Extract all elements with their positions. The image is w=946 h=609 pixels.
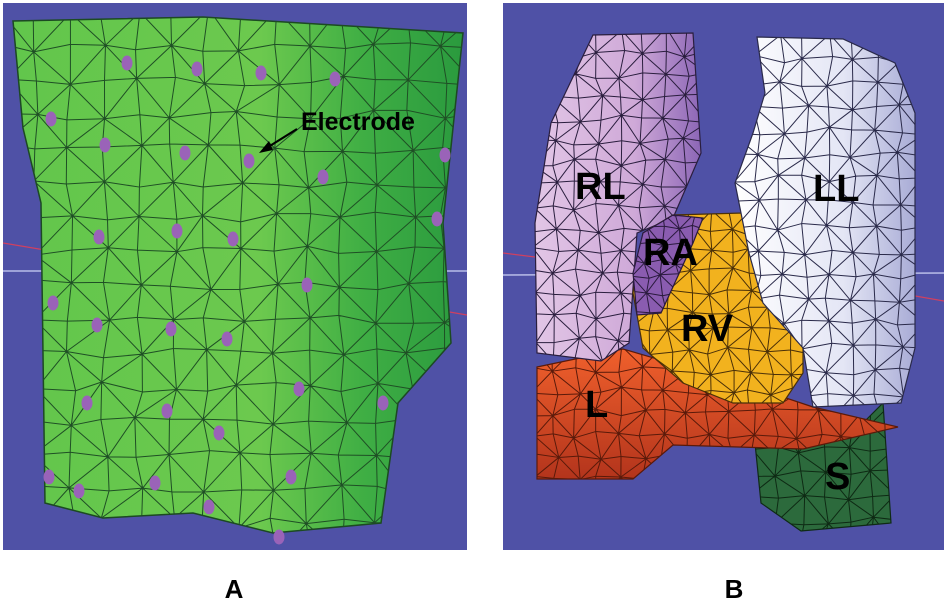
electrode-marker [165,321,177,337]
left-lung-label: LL [813,168,859,210]
panel-b-caption: B [724,574,744,604]
torso-mesh-panel: Electrode [3,3,467,550]
right-lung-label: RL [575,166,626,208]
electrode-marker [243,153,255,169]
panel-a-caption: A [224,574,244,604]
electrode-marker [213,425,225,441]
electrode-marker [121,55,133,71]
electrode-marker [377,395,389,411]
organ-mesh-panel: RL LL RA RV L S [503,3,944,550]
electrode-marker [73,483,85,499]
electrode-marker [43,469,55,485]
electrode-marker [227,231,239,247]
electrode-marker [255,65,267,81]
electrode-marker [47,295,59,311]
electrode-marker [179,145,191,161]
electrode-marker [99,137,111,153]
electrode-marker [301,277,313,293]
electrode-marker [317,169,329,185]
electrode-marker [439,147,451,163]
electrode-marker [91,317,103,333]
torso-mesh-render: Electrode [3,16,467,545]
right-atrium-label: RA [643,232,698,274]
electrode-marker [293,381,305,397]
electrode-marker [191,61,203,77]
electrode-marker [285,469,297,485]
electrode-marker [149,475,161,491]
right-ventricle-label: RV [681,308,734,350]
electrode-marker [161,403,173,419]
electrode-marker [329,71,341,87]
spleen-label: S [825,456,850,498]
organ-mesh-render: RL LL RA RV L S [503,32,944,532]
electrode-marker [93,229,105,245]
electrode-marker [221,331,233,347]
electrode-marker [273,529,285,545]
electrode-marker [81,395,93,411]
electrode-marker [45,111,57,127]
liver-label: L [585,384,608,426]
electrode-marker [203,499,215,515]
electrode-marker [431,211,443,227]
electrode-annotation: Electrode [301,108,415,136]
electrode-marker [171,223,183,239]
